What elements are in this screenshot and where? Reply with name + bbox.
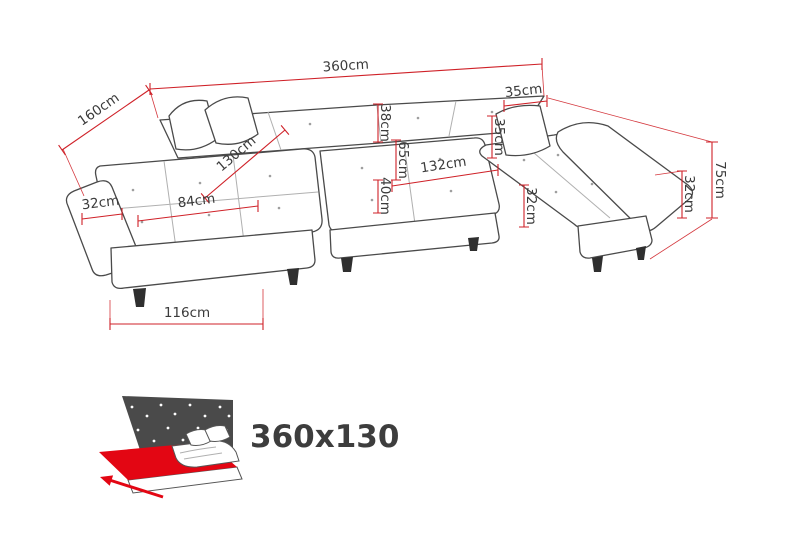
- dim-total-height: 75cm: [547, 97, 728, 260]
- dim-label-total-width: 360cm: [322, 57, 369, 76]
- dim-left-seat-width: 84cm: [137, 191, 259, 227]
- dim-label-backrest-height: 38cm: [377, 104, 393, 142]
- dim-label-right-armrest-height: 32cm: [681, 175, 697, 213]
- dim-label-seat-height-front: 40cm: [377, 177, 393, 215]
- sofa-drawing: [65, 95, 694, 307]
- left-seat-seams: [100, 154, 319, 249]
- dim-total-width: 360cm: [149, 57, 545, 119]
- dim-right-seat-side: 32cm: [519, 184, 539, 228]
- dim-label-seat-depth: 65cm: [395, 141, 411, 179]
- middle-base: [329, 212, 500, 259]
- dim-seat-height-front: 40cm: [373, 177, 393, 215]
- dim-label-left-base-length: 116cm: [164, 305, 210, 321]
- dim-label-left-armrest-width: 32cm: [81, 193, 120, 214]
- left-base: [110, 229, 316, 290]
- bed-frame: [127, 466, 243, 494]
- dim-middle-seat-width: 132cm: [391, 154, 499, 192]
- dim-label-right-seat-side: 32cm: [523, 187, 539, 225]
- dim-right-armrest-height: 32cm: [654, 170, 697, 219]
- fold-arrow-head: [100, 475, 114, 486]
- dim-seat-depth: 65cm: [391, 139, 411, 181]
- dim-left-armrest-width: 32cm: [81, 193, 123, 225]
- middle-seam: [403, 143, 416, 225]
- pillow-left-2: [204, 96, 259, 145]
- dim-label-total-depth: 160cm: [75, 90, 122, 129]
- right-legs: [592, 246, 646, 272]
- fold-arrow-shaft: [110, 479, 164, 499]
- sofa-bed-icon: [99, 396, 243, 499]
- dim-label-middle-seat-width: 132cm: [419, 154, 467, 177]
- dim-label-right-pillow-width: 35cm: [491, 118, 507, 156]
- blanket-fold-lines: [179, 446, 223, 460]
- pillow-right: [495, 104, 551, 157]
- dim-label-right-back-width: 35cm: [504, 81, 543, 101]
- dim-right-pillow-width: 35cm: [487, 115, 507, 159]
- dim-label-total-height: 75cm: [712, 161, 728, 199]
- bed-pillow-2: [204, 425, 231, 442]
- sleeping-size-label: 360x130: [250, 419, 399, 455]
- dim-right-back-width: 35cm: [503, 81, 548, 112]
- right-seat-seam: [519, 140, 611, 219]
- dim-label-left-seat-width: 84cm: [177, 191, 216, 212]
- dim-backrest-height: 38cm: [373, 103, 393, 143]
- dim-left-base-length: 116cm: [109, 289, 264, 330]
- right-armrest: [555, 121, 694, 232]
